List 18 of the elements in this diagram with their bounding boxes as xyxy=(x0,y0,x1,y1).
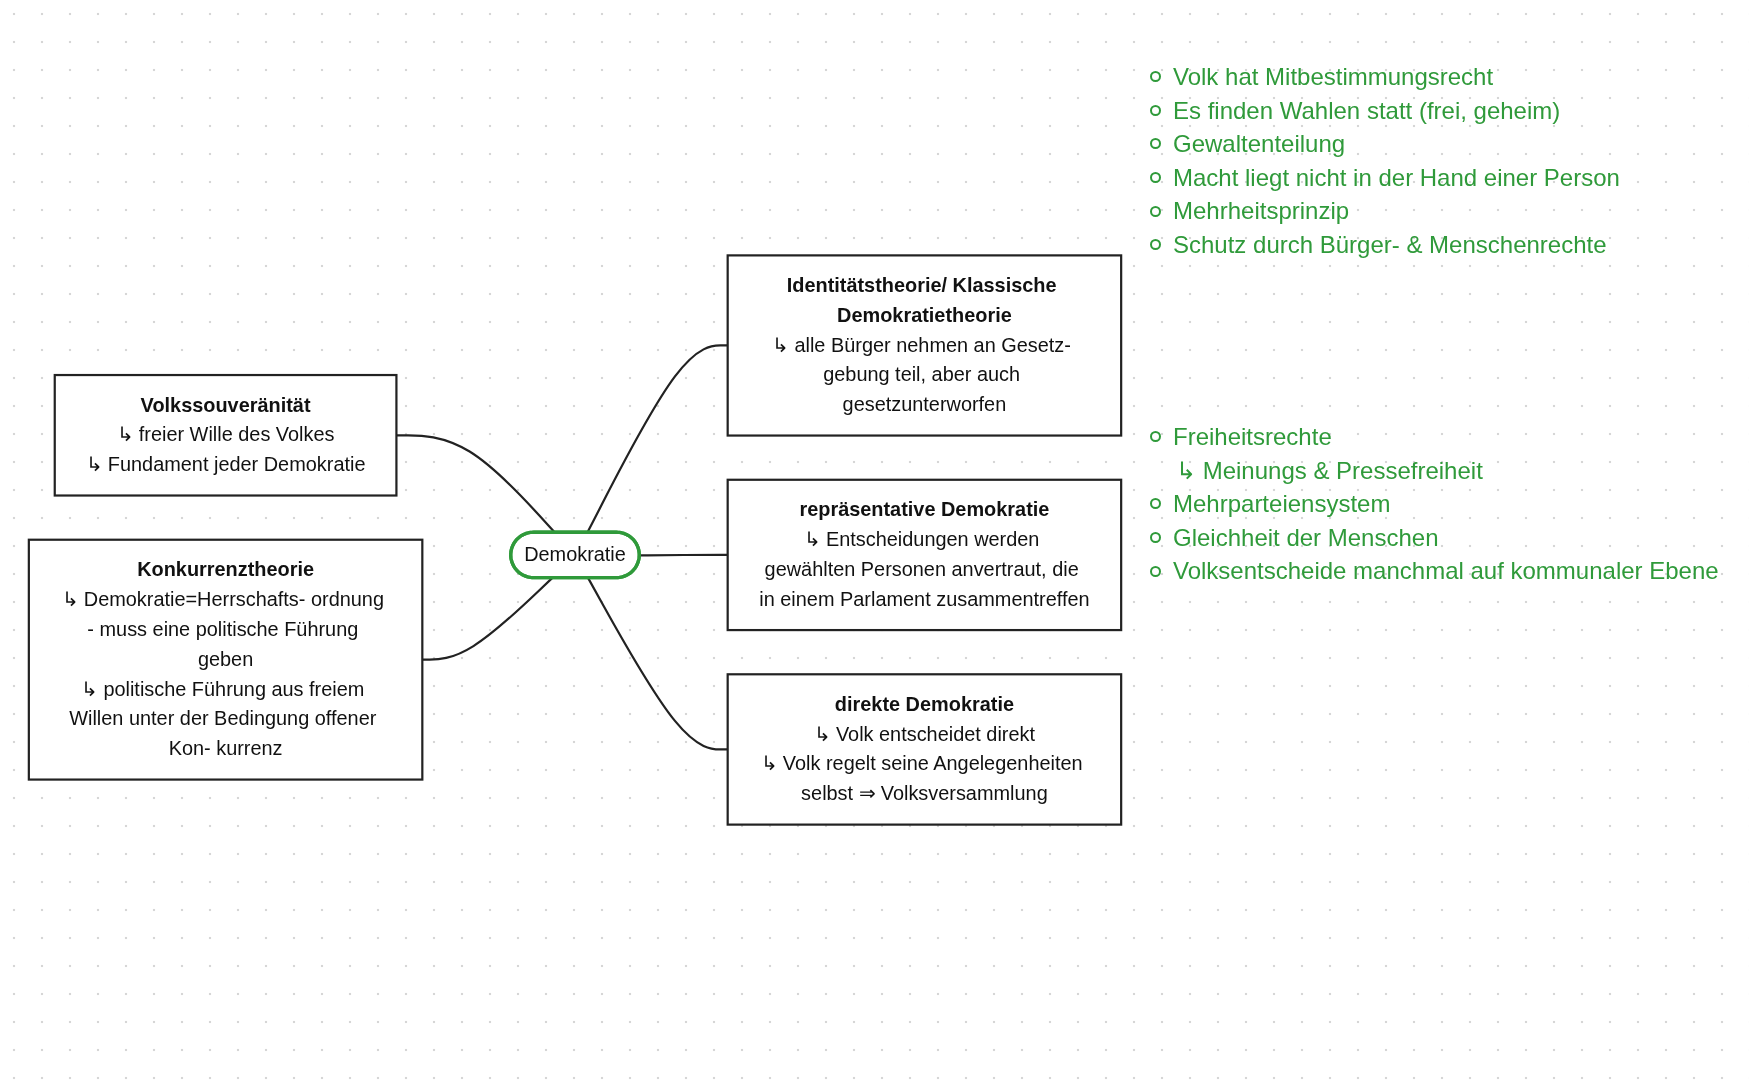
node-box: Identitätstheorie/ Klassische Demokratietheorie ↳ alle Bürger nehmen an Gesetz- gebung teil, aber auch gesetzunterworfen xyxy=(726,254,1123,437)
note-text: Volksentscheide manchmal auf kommunaler Ebene xyxy=(1173,556,1719,587)
note-text: Mehrparteiensystem xyxy=(1173,489,1391,520)
node-box: Volkssouveränität ↳ freier Wille des Volkes ↳ Fundament jeder Demokratie xyxy=(53,373,398,497)
note-text: Freiheitsrechte xyxy=(1173,422,1332,452)
node-box: direkte Demokratie ↳ Volk entscheidet direkt ↳ Volk regelt seine Angelegenheiten selbst ⇒ Volksversammlung xyxy=(726,673,1123,826)
note-text: Macht liegt nicht in der Hand einer Person xyxy=(1173,162,1620,193)
note-text: Volk hat Mitbestimmungsrecht xyxy=(1173,62,1494,92)
note-text: Schutz durch Bürger- & Menschenrechte xyxy=(1173,229,1607,260)
node-box: repräsentative Demokratie ↳ Entscheidungen werden gewählten Personen anvertraut, die in einem Parlament zusammentreffen xyxy=(726,478,1123,632)
note-text: Gleichheit der Menschen xyxy=(1173,522,1439,553)
note-text: Mehrheitsprinzip xyxy=(1173,196,1350,227)
note-text: ↳ Meinungs & Pressefreiheit xyxy=(1176,455,1483,486)
node-box: Konkurrenztheorie ↳ Demokratie=Herrschafts- ordnung - muss eine politische Führung geben ↳ politische Führung aus freiem Willen unter der Bedingung offener Kon- kurrenz xyxy=(27,538,424,781)
note-text: Gewaltenteilung xyxy=(1173,129,1346,160)
note-text: Es finden Wahlen statt (frei, geheim) xyxy=(1173,95,1561,126)
connector xyxy=(422,577,553,661)
connector xyxy=(587,577,728,751)
